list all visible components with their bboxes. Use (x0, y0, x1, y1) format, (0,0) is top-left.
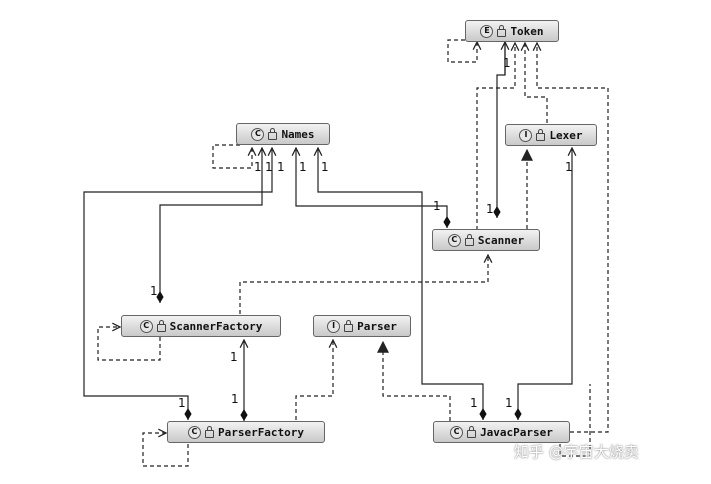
javacparser-lexer-association (518, 148, 572, 420)
lock-icon (268, 127, 278, 140)
multiplicity-label: 1 (178, 396, 186, 410)
multiplicity-label: 1 (503, 56, 511, 70)
lock-icon (497, 24, 507, 37)
multiplicity-label: 1 (277, 160, 285, 174)
interface-badge-icon: I (519, 128, 533, 142)
multiplicity-label: 1 (433, 199, 441, 213)
multiplicity-label: 1 (150, 284, 158, 298)
lock-icon (344, 319, 354, 332)
interface-lexer[interactable]: I Lexer (505, 124, 597, 146)
class-badge-icon: C (450, 425, 464, 439)
lock-icon (464, 233, 474, 246)
lock-icon (156, 319, 166, 332)
lock-icon (536, 128, 546, 141)
parserfactory-parser-dependency (295, 340, 333, 420)
names-self-dependency (212, 144, 252, 169)
watermark: 知乎 @宇宙大烧卖 (514, 443, 639, 461)
scannerfactory-self-dependency (97, 327, 161, 361)
javacparser-parser-realization (377, 340, 451, 421)
multiplicity-label: 1 (230, 350, 238, 364)
lock-icon (467, 425, 477, 438)
lexer-token-dependency (525, 43, 548, 123)
scannerfactory-names-association (160, 148, 262, 303)
class-token[interactable]: E Token (465, 20, 559, 42)
class-javacparser-label: JavacParser (480, 425, 553, 439)
javacparser-names-association (318, 148, 483, 420)
multiplicity-label: 1 (565, 160, 573, 174)
class-badge-icon: C (447, 233, 461, 247)
class-badge-icon: C (251, 127, 265, 141)
enum-badge-icon: E (480, 24, 494, 38)
class-names[interactable]: C Names (236, 123, 330, 145)
parserfactory-names-association (83, 148, 272, 420)
multiplicity-label: 1 (254, 160, 262, 174)
interface-badge-icon: I (327, 319, 341, 333)
class-parserfactory[interactable]: C ParserFactory (167, 421, 325, 443)
multiplicity-label: 1 (231, 392, 239, 406)
class-parserfactory-label: ParserFactory (217, 425, 305, 439)
class-names-label: Names (281, 127, 315, 141)
interface-lexer-label: Lexer (549, 128, 583, 142)
multiplicity-label: 1 (470, 396, 478, 410)
interface-parser[interactable]: I Parser (313, 315, 411, 337)
class-token-label: Token (510, 24, 544, 38)
multiplicity-label: 1 (505, 396, 513, 410)
multiplicity-label: 1 (321, 160, 329, 174)
multiplicity-label: 1 (265, 160, 273, 174)
scannerfactory-scanner-dependency (239, 255, 488, 314)
multiplicity-label: 1 (299, 160, 307, 174)
class-badge-icon: C (187, 425, 201, 439)
class-scanner[interactable]: C Scanner (432, 229, 540, 251)
interface-parser-label: Parser (357, 319, 397, 333)
multiplicity-label: 1 (486, 202, 494, 216)
scanner-names-association (296, 148, 447, 228)
lock-icon (204, 425, 214, 438)
token-self-dependency (447, 39, 477, 63)
class-scannerfactory[interactable]: C ScannerFactory (121, 315, 281, 337)
class-scannerfactory-label: ScannerFactory (169, 319, 263, 333)
class-scanner-label: Scanner (477, 233, 525, 247)
class-javacparser[interactable]: C JavacParser (433, 421, 570, 443)
javacparser-token-dependency (537, 43, 609, 433)
parserfactory-self-dependency (142, 433, 189, 467)
class-badge-icon: C (139, 319, 153, 333)
